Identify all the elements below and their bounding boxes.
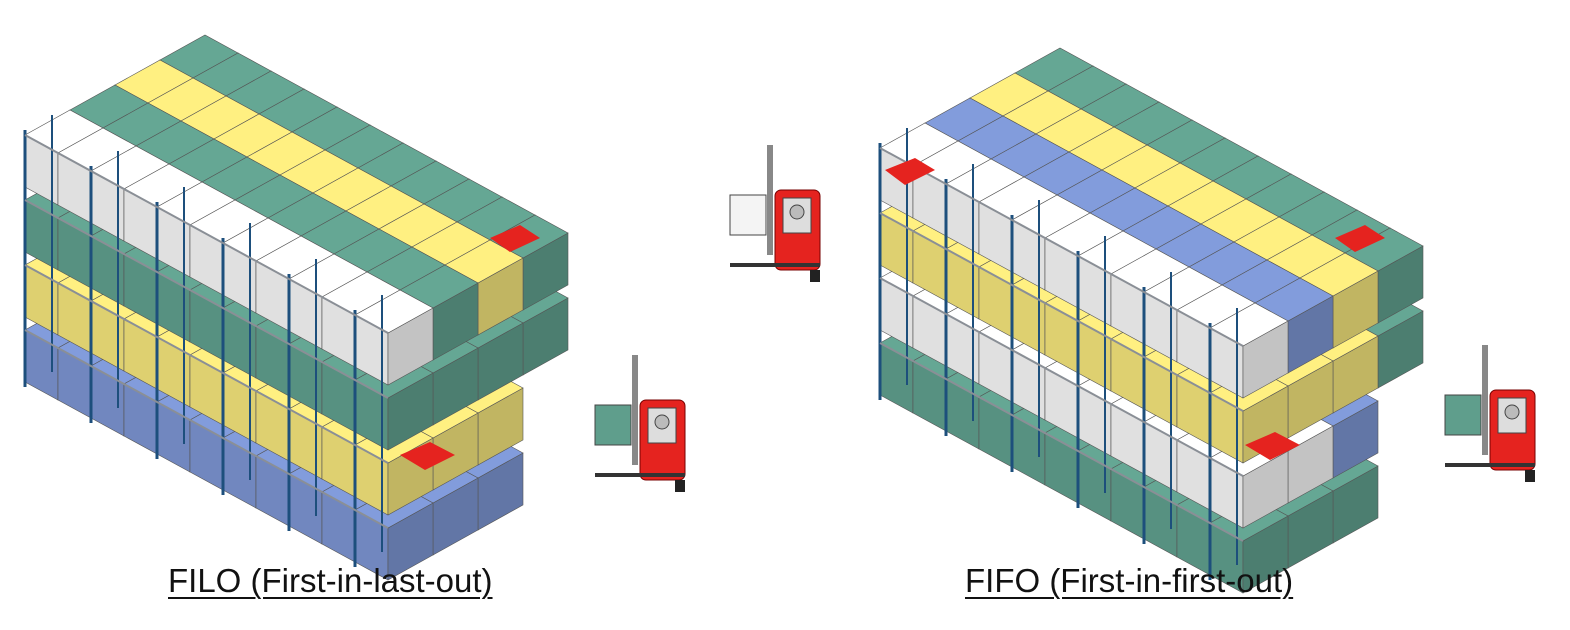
pallet-box — [1209, 302, 1289, 399]
rack-uprights — [23, 115, 389, 567]
filo-caption: FILO (First-in-last-out) — [168, 562, 493, 599]
empty-slot-marker — [400, 442, 455, 470]
fifo-caption: FIFO (First-in-first-out) — [965, 562, 1294, 599]
empty-slot-marker — [1245, 432, 1300, 460]
empty-slot-marker — [885, 158, 935, 185]
forklift-fifo-entry — [729, 145, 821, 282]
empty-slot-marker — [1335, 225, 1385, 252]
forklift-fifo-exit — [1444, 345, 1536, 482]
fifo-rack — [878, 47, 1424, 594]
empty-slot-marker — [490, 225, 540, 252]
forklift-filo — [594, 355, 686, 492]
pallet-box — [354, 289, 434, 386]
filo-rack — [23, 34, 569, 581]
rack-uprights — [878, 128, 1244, 580]
